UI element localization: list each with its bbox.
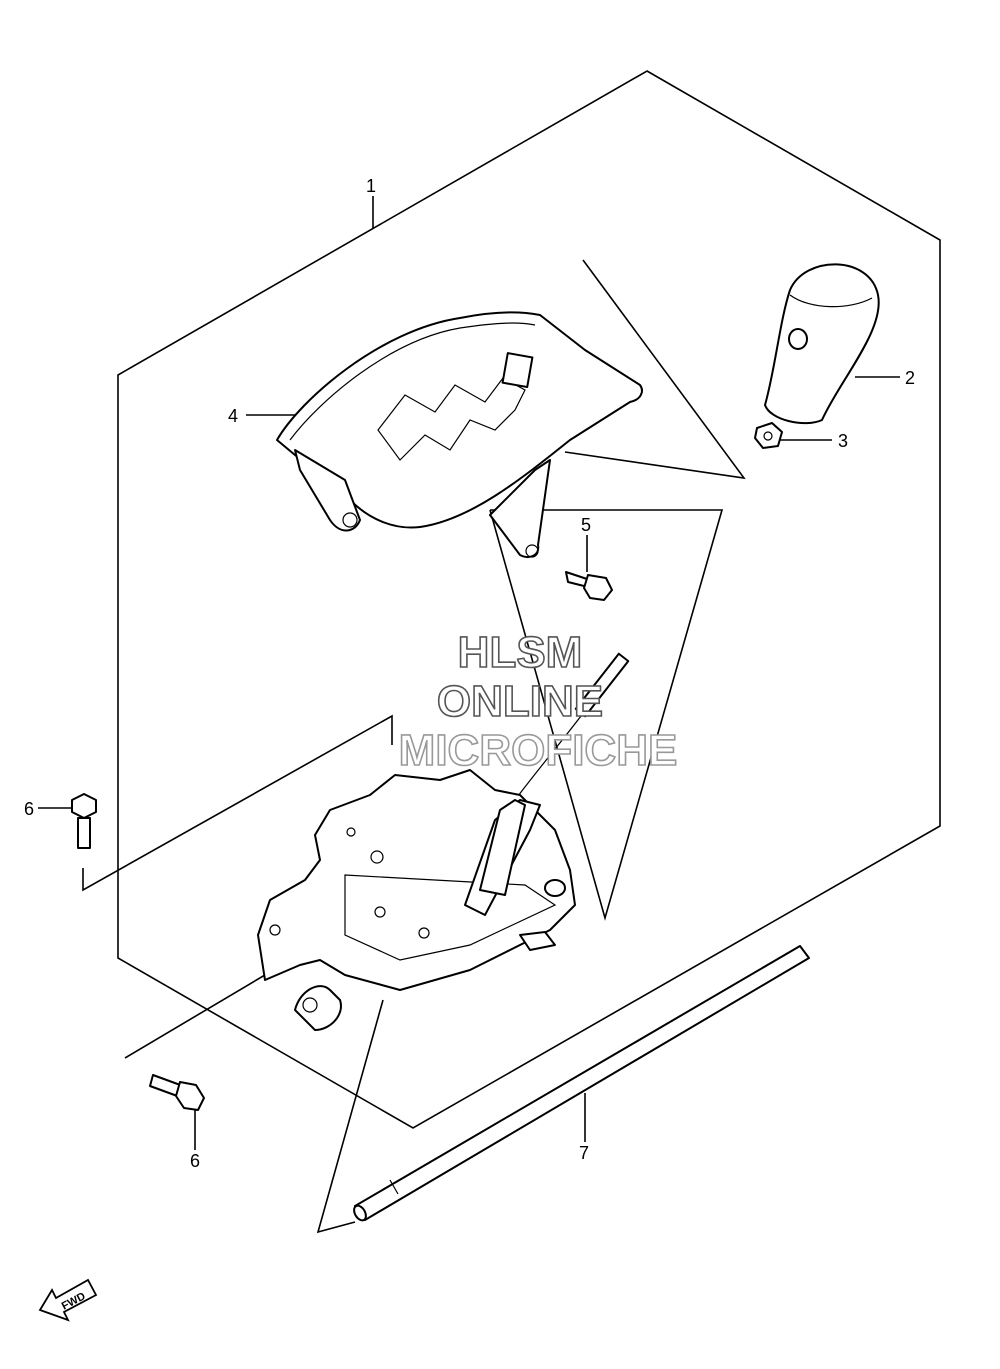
bracket-boundary <box>82 714 393 892</box>
fwd-arrow-icon: FWD <box>38 1278 98 1322</box>
watermark-line-1: HLSM <box>458 628 583 677</box>
callout-2: 2 <box>905 368 915 388</box>
knob-leader-triangle <box>564 259 746 480</box>
watermark-line-2: ONLINE <box>437 677 603 726</box>
bolt-6-bottom <box>149 1074 205 1111</box>
knob-nut <box>754 422 783 449</box>
rod-leader-triangle <box>316 999 384 1234</box>
callout-3: 3 <box>838 431 848 451</box>
cable-leader-triangle <box>489 509 724 921</box>
shift-knob <box>764 263 880 425</box>
shift-bracket <box>257 769 576 1031</box>
shift-cable <box>514 652 630 801</box>
gate-cover <box>276 311 643 558</box>
bolt-5 <box>565 571 613 601</box>
callout-6-top: 6 <box>24 799 34 819</box>
callout-6-bottom: 6 <box>190 1151 200 1171</box>
shift-rod <box>353 945 810 1222</box>
lower-bolt-boundary <box>124 971 271 1059</box>
callout-5: 5 <box>581 515 591 535</box>
callout-4: 4 <box>228 406 238 426</box>
callout-7: 7 <box>579 1143 589 1163</box>
assembly-boundary <box>117 70 941 1129</box>
callout-1: 1 <box>366 176 376 196</box>
bolt-6-top <box>71 793 97 849</box>
watermark-line-3: MICROFICHE <box>399 726 678 775</box>
